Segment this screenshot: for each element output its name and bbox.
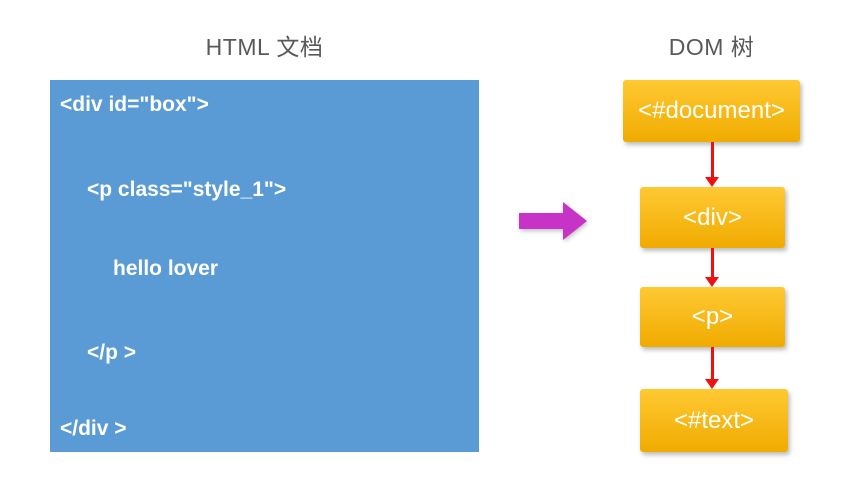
dom-node-document: <#document> bbox=[623, 80, 800, 142]
code-line-text-content: hello lover bbox=[113, 257, 219, 280]
down-arrow-icon bbox=[704, 248, 720, 287]
code-line-p-open: <p class="style_1"> bbox=[87, 178, 287, 201]
dom-node-p: <p> bbox=[640, 287, 785, 347]
dom-tree-title: DOM 树 bbox=[668, 34, 755, 60]
dom-node-text: <#text> bbox=[640, 389, 788, 452]
down-arrow-icon bbox=[704, 347, 720, 389]
dom-node-div: <div> bbox=[640, 187, 785, 248]
down-arrow-icon bbox=[704, 142, 720, 187]
code-line-div-open: <div id="box"> bbox=[60, 93, 209, 116]
transform-right-arrow-icon bbox=[519, 202, 587, 240]
code-line-div-close: </div > bbox=[60, 417, 127, 440]
code-line-p-close: </p > bbox=[87, 341, 137, 364]
html-document-panel: <div id="box"> <p class="style_1"> hello… bbox=[50, 80, 479, 452]
html-document-title: HTML 文档 bbox=[205, 34, 324, 60]
